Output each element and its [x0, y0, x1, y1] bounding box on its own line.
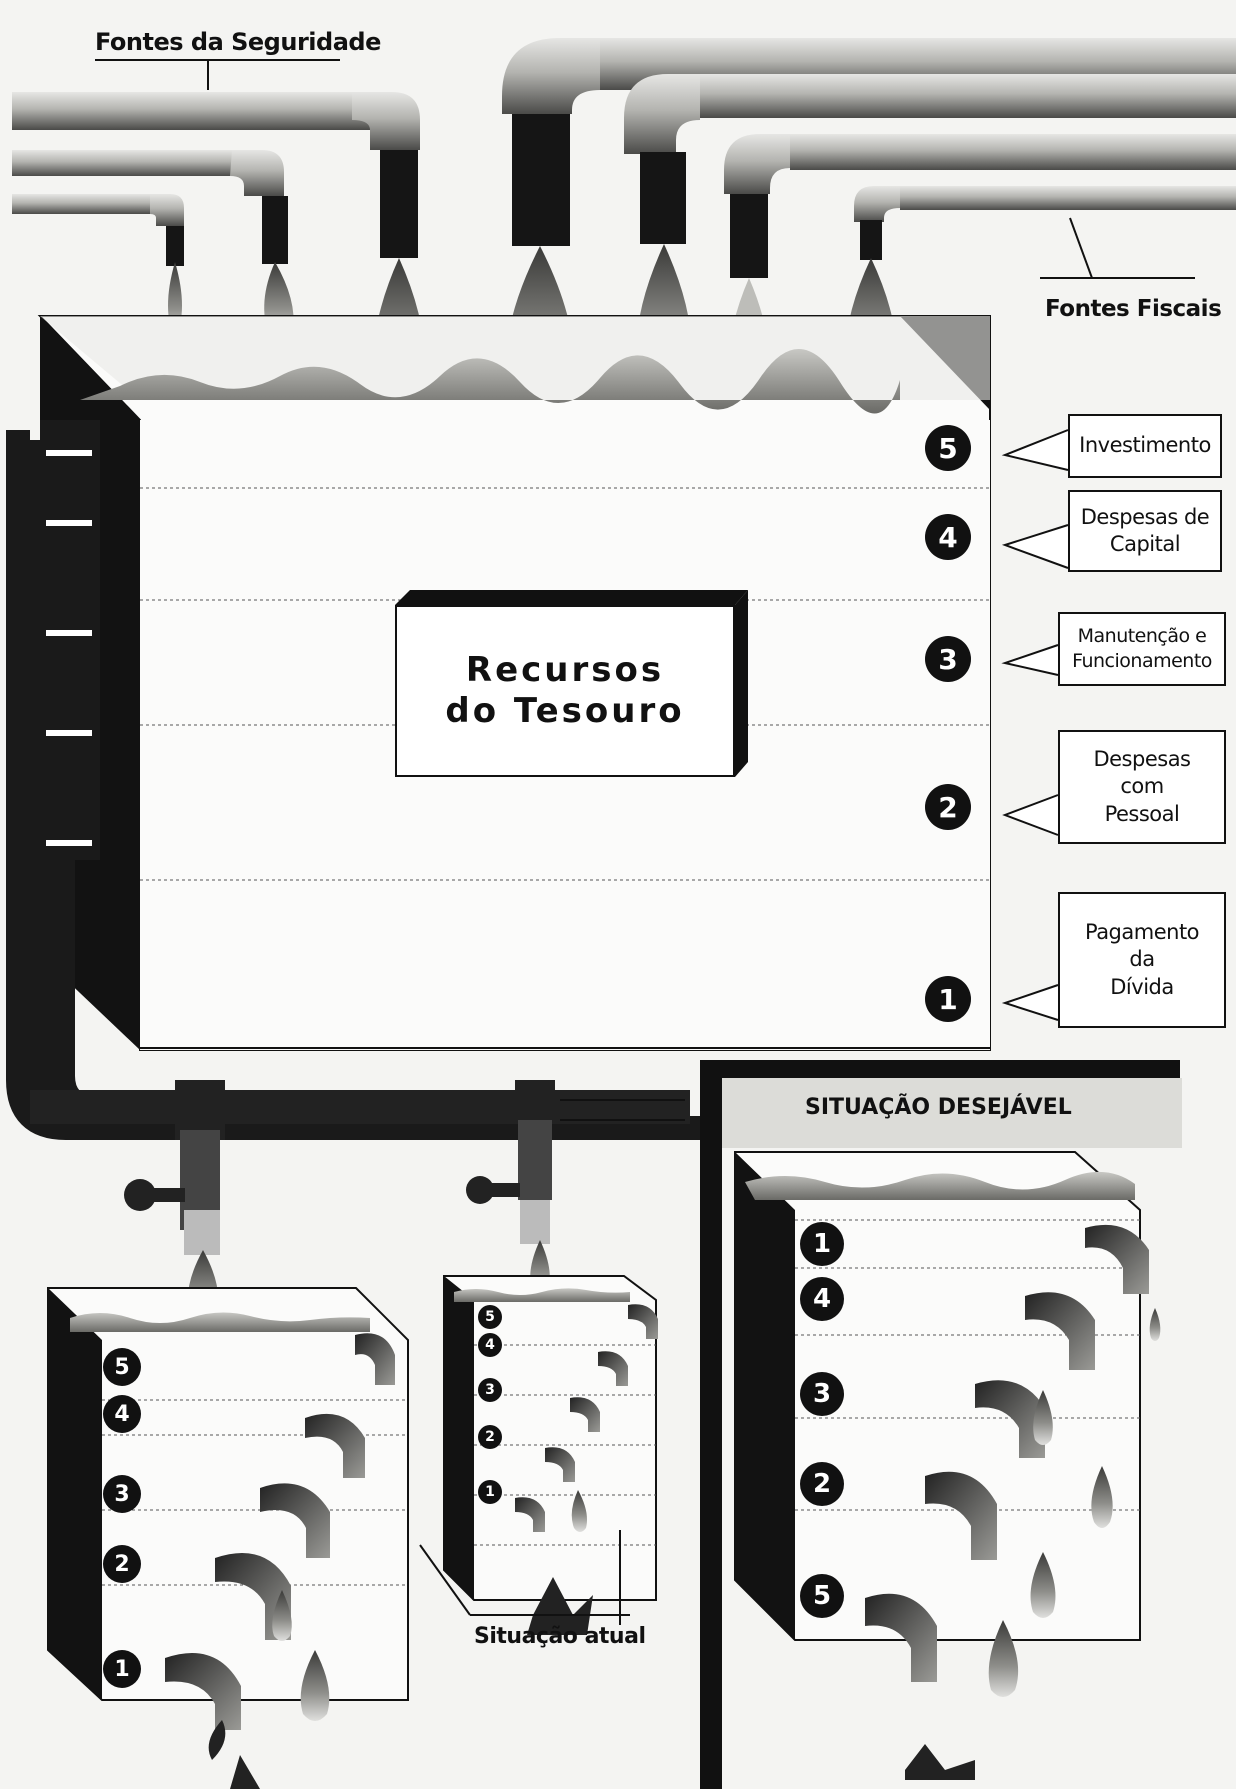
level-badge-3: 3	[925, 636, 971, 682]
tank-atual-left	[48, 1288, 408, 1789]
level-label-manutencao: Manutenção e Funcionamento	[1058, 612, 1226, 686]
level-badge-1: 1	[925, 976, 971, 1022]
level-label-pessoal: Despesas com Pessoal	[1058, 730, 1226, 844]
fiscais-label: Fontes Fiscais	[1045, 296, 1221, 322]
left-tank-badge: 3	[103, 1475, 141, 1513]
tank-atual-mid	[444, 1276, 658, 1635]
desired-tank-badge: 1	[800, 1222, 844, 1266]
left-tank-badge: 2	[103, 1545, 141, 1583]
seguridade-label: Fontes da Seguridade	[95, 28, 381, 56]
situacao-desejavel-label: SITUAÇÃO DESEJÁVEL	[805, 1095, 1072, 1120]
level-label-investimento: Investimento	[1068, 414, 1222, 478]
left-tank-badge: 4	[103, 1395, 141, 1433]
left-tank-badge: 5	[103, 1348, 141, 1386]
desired-tank-badge: 4	[800, 1277, 844, 1321]
mid-tank-badge: 4	[478, 1333, 502, 1357]
situacao-atual-label: Situação atual	[474, 1624, 645, 1649]
desired-tank-badge: 2	[800, 1462, 844, 1506]
level-badge-4: 4	[925, 514, 971, 560]
recursos-tesouro-title: Recursos do Tesouro	[395, 605, 735, 777]
mid-tank-badge: 3	[478, 1378, 502, 1402]
left-tank-badge: 1	[103, 1650, 141, 1688]
level-badge-2: 2	[925, 784, 971, 830]
level-label-despesas-capital: Despesas de Capital	[1068, 490, 1222, 572]
level-badge-5: 5	[925, 425, 971, 471]
fiscais-pipes	[502, 38, 1236, 278]
mid-tank-badge: 2	[478, 1425, 502, 1449]
desired-tank-badge: 5	[800, 1574, 844, 1618]
seguridade-pipes	[12, 92, 420, 266]
mid-tank-badge: 5	[478, 1305, 502, 1329]
mid-tank-badge: 1	[478, 1480, 502, 1504]
desired-tank-badge: 3	[800, 1372, 844, 1416]
level-label-divida: Pagamento da Dívida	[1058, 892, 1226, 1028]
